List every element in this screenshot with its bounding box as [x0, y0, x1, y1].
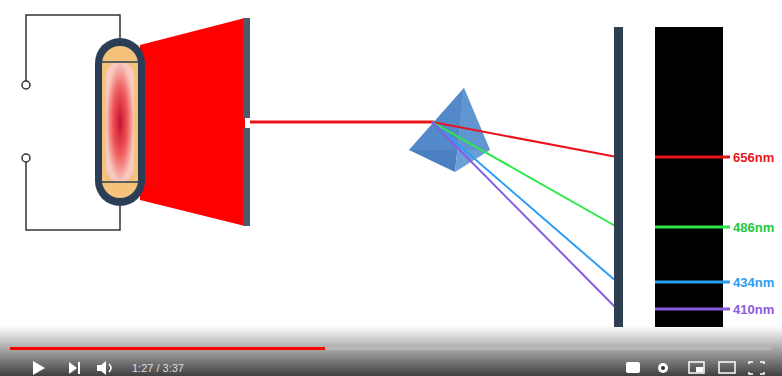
light-cone — [140, 18, 245, 226]
spectral-line — [655, 157, 730, 309]
wavelength-label: 410nm — [733, 302, 774, 317]
light-beam — [250, 121, 434, 124]
dispersed-ray — [432, 122, 617, 309]
progress-track — [10, 347, 772, 350]
screen — [614, 27, 623, 327]
slit-plate — [243, 18, 250, 226]
player-controls — [33, 361, 764, 375]
discharge-tube — [95, 38, 145, 206]
video-time: 1:27 / 3:37 — [132, 362, 184, 374]
wavelength-label: 656nm — [733, 150, 774, 165]
wavelength-label: 434nm — [733, 275, 774, 290]
progress-played — [10, 347, 325, 350]
terminal — [22, 154, 30, 162]
wavelength-label: 486nm — [733, 220, 774, 235]
terminal — [22, 81, 30, 89]
player-bar — [0, 326, 782, 376]
